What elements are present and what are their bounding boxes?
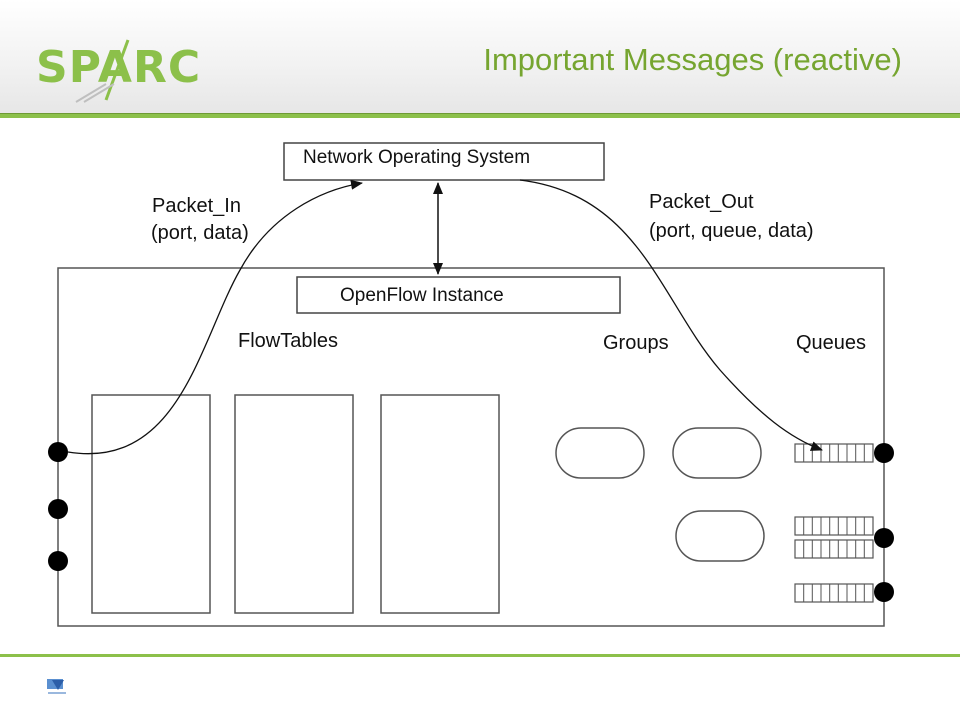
port-in-2: [48, 499, 68, 519]
fp7-logo-icon: [47, 679, 66, 694]
flowtable-2: [234, 394, 354, 614]
port-out-1: [874, 443, 894, 463]
queue-2: [794, 516, 874, 536]
header-band: [0, 0, 960, 116]
packet-out-args: (port, queue, data): [649, 220, 814, 242]
queue-1: [794, 443, 874, 463]
header-divider-shadow: [0, 113, 960, 114]
packet-out-label: Packet_Out: [649, 191, 754, 213]
queue-3: [794, 539, 874, 559]
flowtables-label: FlowTables: [238, 330, 339, 352]
slide-title: Important Messages (reactive): [483, 42, 902, 77]
port-in-1: [48, 442, 68, 462]
groups-label: Groups: [603, 332, 669, 354]
flowtable-1: [91, 394, 211, 614]
packet-in-args: (port, data): [151, 222, 249, 244]
queue-4: [794, 583, 874, 603]
packet-in-arrow: [67, 179, 363, 455]
packet-in-label: Packet_In: [152, 195, 241, 217]
openflow-instance-box: [296, 276, 621, 314]
group-1: [555, 427, 645, 479]
packet-out-arrow: [519, 179, 823, 451]
nos-box: [283, 142, 605, 181]
sparc-logo: SPARC: [36, 38, 200, 108]
logo-slash-icon: [75, 39, 130, 103]
group-3: [675, 510, 765, 562]
header-divider: [0, 114, 960, 118]
nos-label: Network Operating System: [303, 147, 531, 168]
openflow-instance-label: OpenFlow Instance: [340, 285, 504, 306]
port-out-2: [874, 528, 894, 548]
queues-label: Queues: [796, 332, 867, 354]
port-out-3: [874, 582, 894, 602]
flowtable-3: [380, 394, 500, 614]
group-2: [672, 427, 762, 479]
port-in-3: [48, 551, 68, 571]
footer-divider: [0, 654, 960, 657]
